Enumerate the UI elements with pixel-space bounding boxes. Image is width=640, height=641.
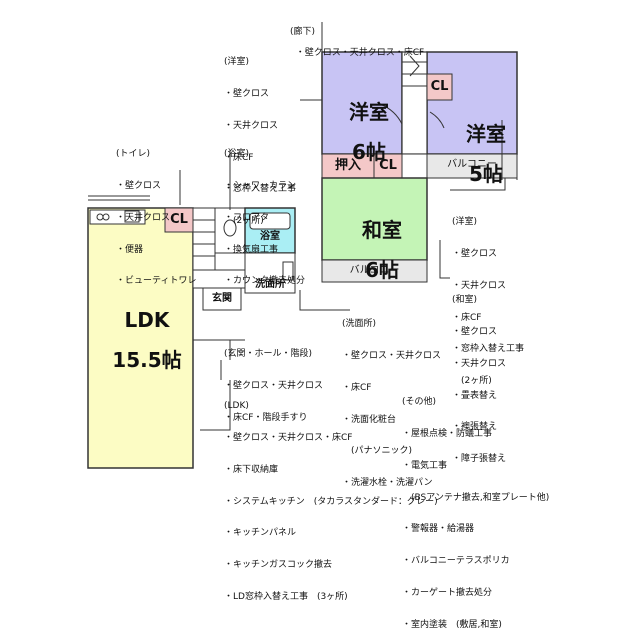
note-line: ・天井クロス <box>116 212 171 223</box>
oshiire-label: 押入 <box>334 158 361 173</box>
note-hallway-title: (廊下) <box>290 27 316 38</box>
ldk-label: LDK 15.5帖 <box>92 290 188 370</box>
hall-lower <box>192 269 246 289</box>
ldk-size: 15.5帖 <box>112 348 182 372</box>
note-toilet: (トイレ) ・壁クロス ・天井クロス ・便器 ・ビューティトワレ <box>116 128 196 298</box>
note-line: ・窓枠入替え工事 <box>452 344 525 355</box>
western-room-2-size: 5帖 <box>469 162 503 186</box>
note-line: ・電気工事 <box>402 460 448 471</box>
bath-label: 浴室 <box>260 231 280 242</box>
note-other: (その他) ・屋根点検・防蟻工事 ・電気工事 (BSアンテナ撤去,和室プレート他… <box>402 376 549 641</box>
note-title: (玄関・ホール・階段) <box>224 349 313 360</box>
note-line: ・バルコニーテラスポリカ <box>402 556 510 567</box>
cl-upper-right-label: CL <box>430 79 449 94</box>
note-japanese: (和室) ・壁クロス ・天井クロス ・畳表替え ・襖張替え ・障子張替え <box>452 274 506 475</box>
floor-plan <box>87 22 518 469</box>
note-line: ・壁クロス・天井クロス・床CF <box>224 432 353 443</box>
note-line: ・床CF <box>452 312 482 323</box>
note-line: ・洗面化粧台 <box>342 414 397 425</box>
note-line: ・ビューティトワレ <box>116 276 197 287</box>
western-room-1-size: 6帖 <box>352 140 386 164</box>
note-line: ・フロアタ <box>224 212 270 223</box>
closet-mid <box>373 153 403 179</box>
note-line: ・壁クロス・天井クロス <box>342 350 442 361</box>
note-line: ・壁クロス <box>224 88 270 99</box>
balcony-upper-label: バルコニー <box>447 159 497 170</box>
note-line: ・便器 <box>116 244 144 255</box>
note-western-right: (洋室) ・壁クロス ・天井クロス ・床CF ・窓枠入替え工事 (2ヶ所) <box>452 196 524 397</box>
oshiire <box>321 153 375 179</box>
note-line: (2ヶ所) <box>452 376 492 387</box>
note-entrance: (玄関・ホール・階段) ・壁クロス・天井クロス ・床CF・階段手すり <box>224 328 323 434</box>
ldk-name: LDK <box>124 308 170 332</box>
note-line: ・襖張替え <box>452 422 498 433</box>
note-line: ・シャワーカラン <box>224 180 297 191</box>
stair-upper <box>401 51 428 155</box>
note-title: (洋室) <box>224 57 250 68</box>
closet-ldk <box>164 207 194 233</box>
western-room-2-label: 洋室 5帖 <box>448 104 510 184</box>
note-title: (和室) <box>452 295 478 306</box>
note-line: ・床CF <box>342 382 372 393</box>
note-line: (BSアンテナ撤去,和室プレート他) <box>402 492 550 503</box>
note-title: (その他) <box>402 397 437 408</box>
western-room-1-name: 洋室 <box>348 100 389 124</box>
balcony-lower <box>321 259 428 283</box>
note-line: (パナソニック) <box>342 446 413 457</box>
ldk-room <box>87 207 194 469</box>
note-line: ・畳表替え <box>452 390 498 401</box>
note-line: ・床CF・階段手すり <box>224 412 308 423</box>
balcony-lower-label: バルコニー <box>349 265 400 276</box>
entrance-label: 玄関 <box>212 293 232 304</box>
note-title: (洋室) <box>452 217 478 228</box>
note-line: ・警報器・給湯器 <box>402 524 475 535</box>
note-line: ・壁クロス・天井クロス <box>224 380 324 391</box>
japanese-room-label: 和室 6帖 <box>340 200 410 280</box>
washroom-label: 洗面所 <box>255 279 285 290</box>
note-line: ・壁クロス <box>452 326 498 337</box>
note-line: ・天井クロス <box>452 358 507 369</box>
western-room-1 <box>321 51 403 155</box>
note-line: ・カウンタ撤去処分 <box>224 276 306 287</box>
note-line: ・室内塗装 (敷居,和室) <box>402 619 502 630</box>
japanese-room-size: 6帖 <box>365 258 399 282</box>
note-line: ・壁クロス <box>452 248 498 259</box>
note-line: ・屋根点検・防蟻工事 <box>402 428 493 439</box>
note-line: ・床下収納庫 <box>224 464 279 475</box>
note-hallway: (廊下) ・壁クロス・天井クロス・床CF <box>290 6 424 59</box>
note-line: ・窓枠入替え工事 <box>224 184 297 195</box>
cl-ldk-label: CL <box>170 212 188 227</box>
western-room-1-label: 洋室 6帖 <box>328 82 396 162</box>
note-line: (2ヶ所) <box>224 216 264 227</box>
note-hallway-line: ・壁クロス・天井クロス・床CF <box>295 48 425 59</box>
closet-upper-right <box>426 73 453 101</box>
hall-upper <box>401 153 428 179</box>
note-bathroom: (浴室) ・シャワーカラン ・フロアタ ・換気扇工事 ・カウンタ撤去処分 <box>224 128 305 298</box>
note-line: ・床CF <box>224 152 254 163</box>
note-line: ・障子張替え <box>452 454 507 465</box>
note-title: (洗面所) <box>342 319 377 330</box>
note-line: ・カーゲート撤去処分 <box>402 587 493 598</box>
note-title: (浴室) <box>224 149 250 160</box>
note-line: ・天井クロス <box>452 280 507 291</box>
note-western-left: (洋室) ・壁クロス ・天井クロス ・床CF ・窓枠入替え工事 (2ヶ所) <box>224 36 296 237</box>
western-room-2-name: 洋室 <box>465 122 506 146</box>
note-line: ・換気扇工事 <box>224 244 279 255</box>
note-line: ・天井クロス <box>224 120 279 131</box>
japanese-room-name: 和室 <box>361 218 402 242</box>
note-line: ・壁クロス <box>116 180 162 191</box>
note-title: (トイレ) <box>116 149 151 160</box>
cl-mid-label: CL <box>379 158 397 173</box>
note-title: (LDK) <box>224 401 249 412</box>
